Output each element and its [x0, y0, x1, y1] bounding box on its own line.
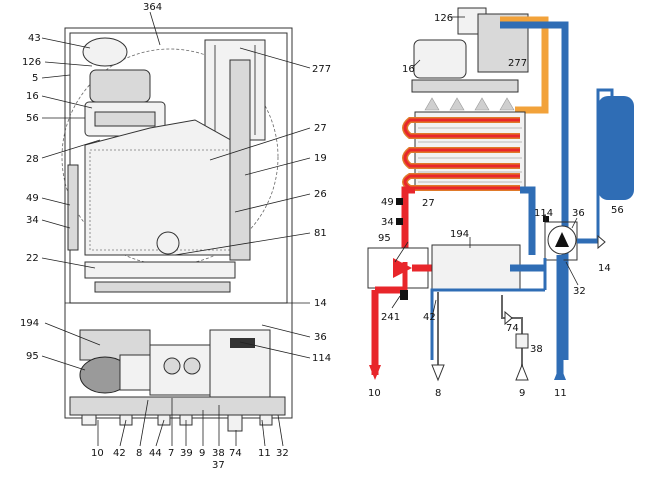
label-b38: 38 — [212, 448, 225, 459]
fan-outlet — [94, 111, 156, 127]
left-pipe — [67, 164, 79, 251]
label-r36: 36 — [572, 208, 585, 219]
burner-manifold — [84, 261, 236, 279]
label-r16: 16 — [402, 64, 415, 75]
label-r42: 42 — [423, 312, 436, 323]
label-49: 49 — [26, 193, 39, 204]
label-22: 22 — [26, 253, 39, 264]
label-r38: 38 — [530, 344, 543, 355]
arrow-out-8 — [431, 364, 445, 382]
label-114: 114 — [312, 353, 331, 364]
label-r194: 194 — [450, 229, 469, 240]
label-194: 194 — [20, 318, 39, 329]
label-r126: 126 — [434, 13, 453, 24]
label-r8: 8 — [435, 388, 441, 399]
expansion-vessel-bottom — [79, 329, 151, 361]
connection-base — [69, 396, 286, 416]
label-r32: 32 — [573, 286, 586, 297]
sensor-49 — [396, 198, 403, 205]
arrow-in-9 — [515, 363, 529, 381]
label-19: 19 — [314, 153, 327, 164]
flue-pipe-orange — [500, 16, 549, 114]
expansion-vessel-56 — [598, 96, 634, 200]
flow-pipe-red — [401, 186, 415, 262]
label-r114: 114 — [534, 208, 553, 219]
label-b42: 42 — [113, 448, 126, 459]
label-56: 56 — [26, 113, 39, 124]
pump-body — [119, 354, 151, 391]
label-b11: 11 — [258, 448, 271, 459]
burner-rail — [94, 281, 231, 293]
label-r14: 14 — [598, 263, 611, 274]
label-364: 364 — [143, 2, 162, 13]
label-b7: 7 — [168, 448, 174, 459]
arrow-out-10 — [369, 365, 381, 380]
label-r277: 277 — [508, 58, 527, 69]
label-r74: 74 — [506, 323, 519, 334]
bypass-241 — [400, 290, 408, 300]
hydraulic-schematic: 126 277 16 49 34 27 95 194 114 36 56 14 … — [367, 7, 634, 399]
arrow-in-11 — [554, 365, 566, 380]
safety-valve-14 — [597, 234, 606, 250]
sensor-34 — [396, 218, 403, 225]
label-r241: 241 — [381, 312, 400, 323]
label-b32: 32 — [276, 448, 289, 459]
label-r11: 11 — [554, 388, 567, 399]
sealed-chamber-outline — [61, 48, 279, 266]
label-277: 277 — [312, 64, 331, 75]
fan-unit-16 — [413, 39, 467, 79]
label-28: 28 — [26, 154, 39, 165]
label-r9: 9 — [519, 388, 525, 399]
fan-collector — [411, 79, 519, 93]
label-95: 95 — [26, 351, 39, 362]
filling-tap-74 — [504, 310, 513, 326]
label-26: 26 — [314, 189, 327, 200]
label-43: 43 — [28, 33, 41, 44]
gas-valve-block — [149, 344, 211, 396]
label-126: 126 — [22, 57, 41, 68]
flow-sensor-38 — [515, 333, 529, 349]
label-81: 81 — [314, 228, 327, 239]
label-b39: 39 — [180, 448, 193, 459]
ignition-port — [156, 231, 180, 255]
label-5: 5 — [32, 73, 38, 84]
label-r27: 27 — [422, 198, 435, 209]
label-b44: 44 — [149, 448, 162, 459]
label-r49: 49 — [381, 197, 394, 208]
label-r10: 10 — [368, 388, 381, 399]
heat-exchanger-return-blue — [520, 186, 536, 255]
label-r56: 56 — [611, 205, 624, 216]
boiler-exploded-view: 364 43 126 5 16 56 28 49 34 22 194 95 27… — [20, 2, 331, 471]
label-b10: 10 — [91, 448, 104, 459]
label-b74: 74 — [229, 448, 242, 459]
label-r34: 34 — [381, 217, 394, 228]
label-36: 36 — [314, 332, 327, 343]
label-27: 27 — [314, 123, 327, 134]
label-b8: 8 — [136, 448, 142, 459]
label-r95: 95 — [378, 233, 391, 244]
label-34: 34 — [26, 215, 39, 226]
control-display — [230, 338, 255, 348]
fan-housing — [89, 69, 151, 103]
label-16: 16 — [26, 91, 39, 102]
label-14: 14 — [314, 298, 327, 309]
plate-heat-exchanger-194 — [431, 244, 521, 291]
label-b9: 9 — [199, 448, 205, 459]
label-b37: 37 — [212, 460, 225, 471]
flue-gas-arrows — [424, 97, 515, 111]
flue-pipe — [229, 59, 251, 261]
fan-motor — [82, 37, 128, 67]
